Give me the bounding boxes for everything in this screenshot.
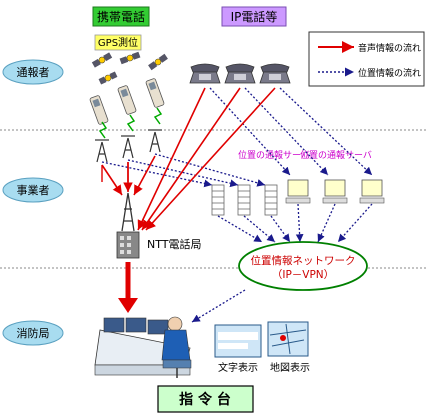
switching-tower-icon — [121, 192, 135, 232]
legend-location-label: 位置情報の流れ — [358, 67, 421, 79]
voice-flow-lines — [101, 87, 276, 231]
command-desk-label: 指 令 台 — [179, 391, 231, 408]
fire-dept-layer-label: 消防局 — [17, 326, 50, 340]
location-server-label: 位置の通報サーバ — [300, 149, 372, 161]
server-computer-icon — [285, 179, 311, 204]
mobile-phone-icon — [117, 85, 137, 115]
ip-phone-icon — [189, 63, 221, 84]
signal-icon — [98, 121, 108, 139]
signal-icon — [153, 107, 163, 125]
signal-icon — [126, 114, 136, 132]
operator-icon — [161, 316, 192, 378]
gps-label: GPS測位 — [98, 36, 138, 49]
mobile-phone-icon — [145, 78, 165, 108]
caller-layer-label: 通報者 — [17, 66, 50, 79]
location-server-label: 位置の通報サーバ — [238, 149, 310, 161]
ntt-label: NTT電話局 — [147, 237, 201, 251]
satellite-icon — [98, 71, 118, 85]
base-station-icon — [121, 135, 135, 159]
mobile-header: 携帯電話 — [92, 6, 150, 27]
ip-phone-header: IP電話等 — [221, 6, 287, 27]
server-computer-icon — [322, 179, 348, 204]
server-rack-icon — [237, 184, 251, 216]
text-display-label: 文字表示 — [218, 361, 258, 374]
legend-voice-label: 音声情報の流れ — [358, 42, 421, 54]
caller-layer-oval: 通報者 — [2, 59, 64, 85]
base-station-icon — [148, 129, 162, 153]
map-display-label: 地図表示 — [270, 361, 310, 374]
satellite-icon — [119, 51, 141, 65]
mobile-header-label: 携帯電話 — [97, 9, 145, 24]
fire-dept-layer-oval: 消防局 — [2, 320, 64, 346]
text-display-screen — [214, 324, 262, 358]
legend: 音声情報の流れ 位置情報の流れ — [308, 31, 425, 87]
carrier-layer-oval: 事業者 — [2, 177, 64, 203]
ip-phone-icon — [259, 63, 291, 84]
carrier-layer-label: 事業者 — [17, 184, 50, 197]
network-label-line2: （IP－VPN） — [272, 269, 334, 281]
map-display-screen — [267, 321, 309, 357]
gps-label-box: GPS測位 — [94, 34, 142, 51]
mobile-phone-icon — [89, 95, 109, 125]
base-station-icon — [95, 139, 109, 163]
satellite-icon — [148, 53, 168, 71]
location-flow-lines — [101, 87, 373, 323]
location-network-oval: 位置情報ネットワーク （IP－VPN） — [238, 241, 368, 291]
server-rack-icon — [211, 184, 225, 216]
ntt-building-icon — [116, 231, 140, 259]
command-desk-box: 指 令 台 — [157, 385, 254, 413]
server-rack-icon — [264, 184, 278, 216]
ip-phone-header-label: IP電話等 — [231, 9, 278, 24]
network-label-line1: 位置情報ネットワーク — [251, 254, 356, 267]
satellite-icon — [91, 52, 113, 68]
ip-phone-icon — [224, 63, 256, 84]
server-computer-icon — [359, 179, 385, 204]
